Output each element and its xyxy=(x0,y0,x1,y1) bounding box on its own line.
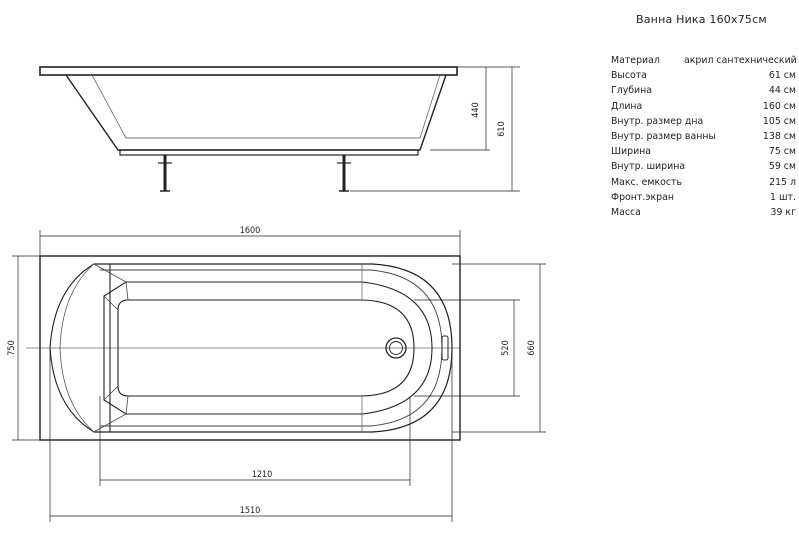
side-body-inner xyxy=(91,74,441,139)
dim-inner-length xyxy=(49,348,453,522)
side-leg-left xyxy=(158,155,172,192)
dim-top-length xyxy=(39,230,461,256)
dim-inner-width xyxy=(414,299,520,397)
dim-top-width-label: 750 xyxy=(7,340,17,355)
spec-value: 105 см xyxy=(762,115,796,127)
side-rim xyxy=(39,66,458,76)
spec-label: Материал xyxy=(611,55,660,66)
spec-value: 1 шт. xyxy=(770,191,796,203)
spec-row: Ширина 75 см xyxy=(611,144,796,159)
dim-top-length-label: 1600 xyxy=(240,226,261,236)
dim-inner-width-label: 520 xyxy=(501,340,511,355)
side-leg-right xyxy=(337,155,351,192)
top-view xyxy=(12,230,546,522)
spec-label: Масса xyxy=(611,206,641,218)
spec-row: Высота 61 см xyxy=(611,68,796,83)
spec-label: Внутр. ширина xyxy=(611,161,686,173)
spec-value: 44 см xyxy=(768,85,796,97)
side-base xyxy=(119,149,419,156)
spec-row: Длина 160 см xyxy=(611,99,796,114)
spec-value: 138 см xyxy=(762,130,796,142)
spec-value: 59 см xyxy=(768,161,796,173)
spec-label: Длина xyxy=(611,100,643,112)
spec-value: 75 см xyxy=(768,146,796,158)
spec-label: Фронт.экран xyxy=(611,191,674,203)
side-view xyxy=(39,66,520,192)
spec-value: 61 см xyxy=(768,70,796,82)
spec-row: Фронт.экран 1 шт. xyxy=(611,190,796,205)
spec-label: Высота xyxy=(611,70,647,82)
spec-label: Внутр. размер ванны xyxy=(611,130,716,142)
dim-inner-length-label: 1510 xyxy=(240,506,261,516)
spec-row: Внутр. ширина 59 см xyxy=(611,159,796,174)
spec-value: 39 кг xyxy=(770,206,797,218)
spec-row: Внутр. размер дна 105 см xyxy=(611,114,796,129)
spec-label: Ширина xyxy=(611,146,652,158)
spec-row: Глубина 44 см xyxy=(611,83,796,98)
spec-label: Глубина xyxy=(611,85,653,97)
dim-side-depth xyxy=(430,66,520,151)
top-basin-inner xyxy=(103,281,433,415)
dim-side-depth-label: 440 xyxy=(471,102,481,117)
top-basin-floor xyxy=(117,299,415,397)
side-body-outer xyxy=(65,74,447,151)
spec-row: Макс. емкость 215 л xyxy=(611,175,796,190)
dim-inner-width2 xyxy=(452,263,546,433)
dim-inner-width2-label: 660 xyxy=(527,340,537,355)
spec-value: 160 см xyxy=(762,100,796,112)
spec-label: Макс. емкость xyxy=(611,176,682,188)
top-headrest-outer xyxy=(49,263,111,433)
spec-row: Внутр. размер ванны 138 см xyxy=(611,129,796,144)
dim-side-height xyxy=(350,67,520,192)
dim-bottom-length-label: 1210 xyxy=(252,470,273,480)
spec-row: Масса 39 кг xyxy=(611,205,796,220)
dim-side-height-label: 610 xyxy=(497,121,507,136)
spec-value: акрил сантехнический xyxy=(684,55,797,66)
top-headrest-facets xyxy=(93,263,129,433)
dim-bottom-length xyxy=(99,396,411,486)
page-title: Ванна Ника 160х75см xyxy=(636,13,767,26)
dim-top-width xyxy=(12,255,40,441)
spec-label: Внутр. размер дна xyxy=(611,115,704,127)
spec-value: 215 л xyxy=(769,176,796,188)
spec-row: Материал акрил сантехнический xyxy=(611,53,797,68)
